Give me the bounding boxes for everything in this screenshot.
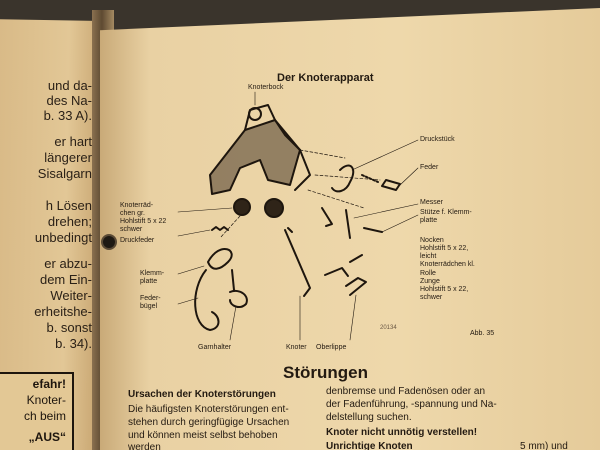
label-hohlstift-schwer: schwer [420,294,443,301]
left-text-line: Sisalgarn [37,166,92,181]
label-knoterbock: Knoterbock [248,84,284,91]
label-klemmplatte: Klemm- [140,270,165,277]
left-text-line: des Na- [46,93,92,108]
label-hohlstift-leicht: leicht [420,253,437,260]
warning-text: Knoter- [26,393,66,407]
label-hohlstift-schwer: Hohlstift 5 x 22 [120,218,167,225]
left-text-line: und da- [47,78,92,93]
left-text-line: b. sonst [46,320,92,335]
left-text-line: b. 34). [55,336,92,351]
body-line: delstellung suchen. [326,412,412,423]
label-messer: Messer [420,199,443,206]
warning-text: ch beim [23,409,66,423]
label-knoterraedchen-gr: chen gr. [120,210,145,217]
left-text-line: er abzu- [44,256,92,271]
body-line: Die häufigsten Knoterstörungen ent- [128,404,289,415]
right-page [100,8,600,450]
label-hohlstift-schwer: schwer [120,226,143,233]
label-knoter: Knoter [286,344,307,351]
left-text-line: Weiter- [50,288,92,303]
label-druckfeder: Druckfeder [120,237,155,244]
label-nocken: Nocken [420,237,444,244]
label-garnhalter: Garnhalter [198,344,232,351]
section-heading: Störungen [283,363,368,382]
label-knoterraedchen-kl: Knoterrädchen kl. [420,261,475,268]
left-text-line: h Lösen [45,198,92,213]
figure-title: Der Knoterapparat [277,72,374,84]
label-oberlippe: Oberlippe [316,344,347,351]
knotter-drawing [177,91,419,341]
label-knoterraedchen-gr: Knoterräd- [120,202,154,209]
label-druckstueck: Druckstück [420,136,455,143]
left-text-line: erheitshe- [34,304,92,319]
label-hohlstift-leicht: Hohlstift 5 x 22, [420,245,469,252]
body-line: werden [128,442,161,450]
body-line: der Fadenführung, -spannung und Na- [326,399,497,410]
punch-hole [103,236,115,248]
subheading-wrong-knots: Unrichtige Knoten [326,441,413,450]
left-text-line: er hart [54,134,92,149]
warning-box: efahr! Knoter- ch beim „AUS“ [0,372,74,450]
label-federbuegel: Feder- [140,295,161,302]
label-feder: Feder [420,164,439,171]
label-klemmplatte: platte [140,278,158,285]
label-rolle: Rolle [420,270,436,277]
warning-text: „AUS“ [28,430,66,444]
left-text-line: unbedingt [34,230,92,245]
label-zunge: Zunge [420,278,440,285]
label-hohlstift-schwer: Hohlstift 5 x 22, [420,286,469,293]
left-text-line: dem Ein- [39,272,92,287]
body-line: 5 mm) und [520,441,568,450]
warning-text: efahr! [32,377,66,391]
drawing-number: 20134 [380,325,397,331]
left-text-line: längerer [44,150,92,165]
subheading-causes: Ursachen der Knoterstörungen [128,389,276,400]
body-line: denbremse und Fadenösen oder an [326,386,486,397]
subheading-no-adjust: Knoter nicht unnötig verstellen! [326,427,478,438]
figure-number: Abb. 35 [470,330,495,337]
label-stuetze: Stütze f. Klemm- [420,209,472,216]
left-text-line: drehen; [47,214,92,229]
body-line: und können meist selbst behoben [128,430,278,441]
left-text-line: b. 33 A). [43,108,92,123]
label-stuetze: platte [420,217,438,224]
label-federbuegel: bügel [140,303,158,310]
body-line: stehen durch geringfügige Ursachen [128,417,290,428]
